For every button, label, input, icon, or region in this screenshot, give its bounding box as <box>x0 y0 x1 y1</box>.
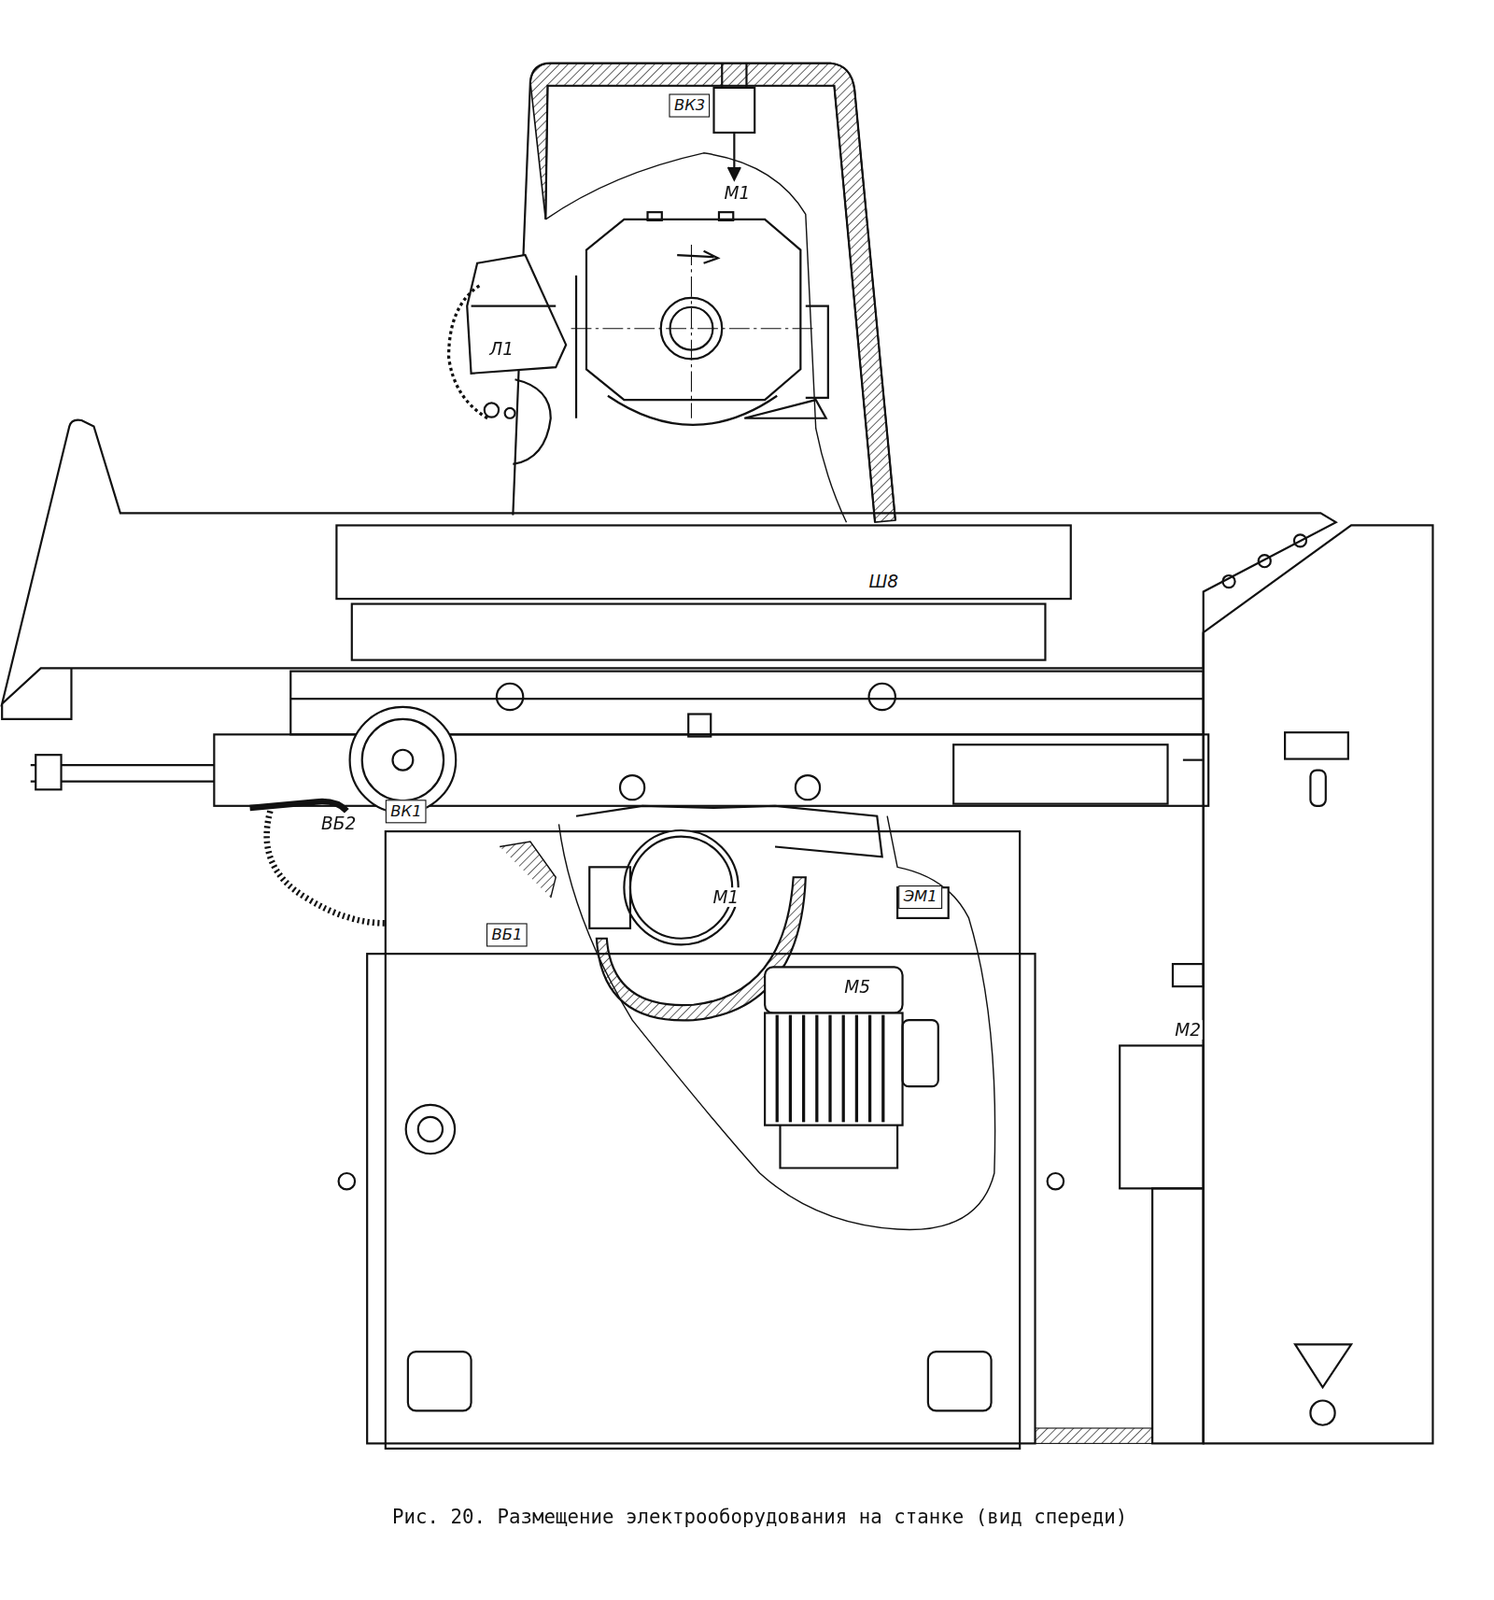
motor-label: М1 <box>721 183 752 204</box>
switch-box: ВК3 <box>668 93 710 117</box>
motor-label: М1 <box>710 887 741 907</box>
switch-label: ВБ2 <box>319 814 359 834</box>
switch-box: ВК1 <box>385 799 427 823</box>
lamp-label: Л1 <box>487 339 516 360</box>
box-label: ВБ1 <box>491 925 522 945</box>
connector-label: Ш8 <box>866 572 901 592</box>
figure-caption: Рис. 20. Размещение электрооборудования … <box>392 1504 1128 1527</box>
box-label: ЭМ1 <box>903 887 938 906</box>
box-label: ВК3 <box>674 96 705 115</box>
box-label: ВК1 <box>390 801 422 820</box>
motor-label: М5 <box>842 976 873 997</box>
electromagnet-box: ЭМ1 <box>898 885 943 909</box>
motor-label: М2 <box>1172 1019 1203 1040</box>
switch-box: ВБ1 <box>486 922 528 946</box>
